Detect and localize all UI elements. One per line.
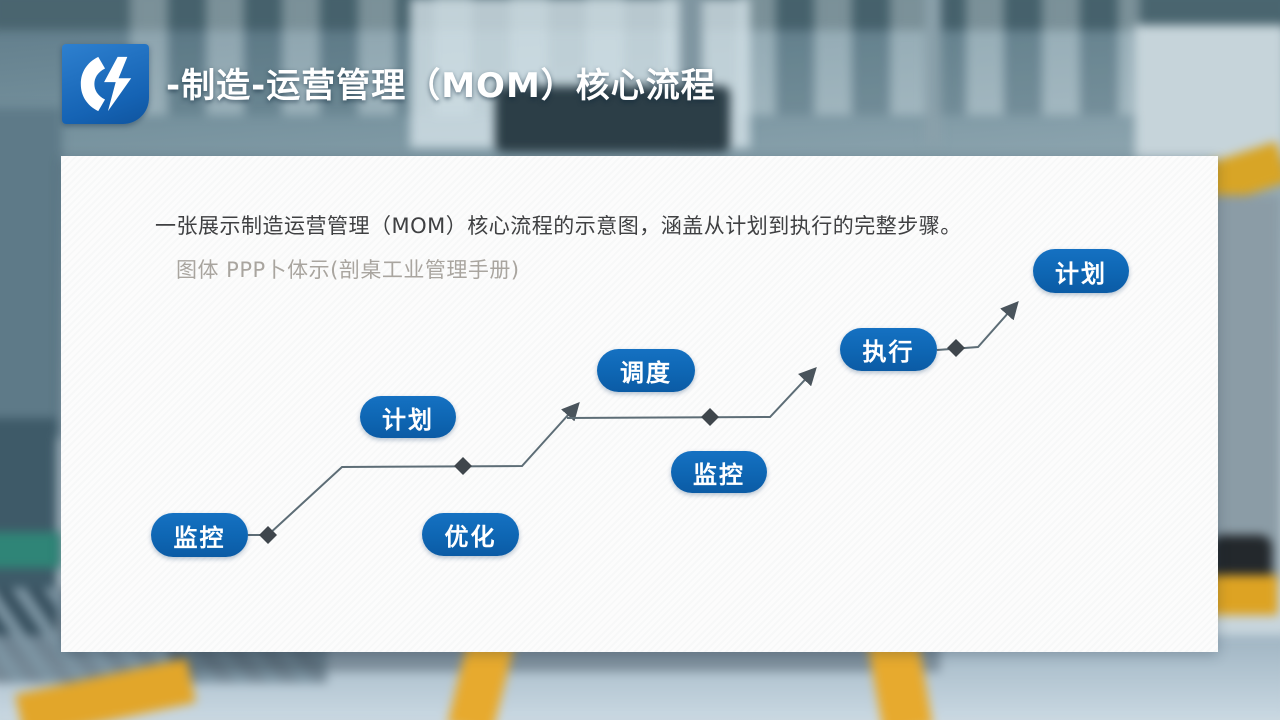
flow-node-label: 计划 — [1055, 259, 1107, 288]
flow-node-plan-2: 计划 — [1033, 249, 1129, 293]
flow-node-monitor-1: 监控 — [151, 513, 248, 557]
description-line-2: 图体 PPP卜体示(剖桌工业管理手册) — [176, 258, 520, 282]
flow-node-label: 优化 — [444, 523, 497, 551]
bg-machine-silhouette — [495, 86, 730, 152]
flow-node-label: 调度 — [620, 359, 672, 387]
company-logo — [62, 44, 149, 124]
slide-title: -制造-运营管理（MOM）核心流程 — [166, 66, 716, 106]
flow-node-plan-1: 计划 — [360, 396, 456, 438]
flow-node-schedule: 调度 — [597, 349, 695, 392]
flow-node-optimize: 优化 — [422, 513, 519, 556]
bg-pole — [925, 0, 941, 145]
bg-left-machinery — [0, 108, 62, 438]
slide-header: -制造-运营管理（MOM）核心流程 — [0, 0, 1280, 130]
flow-node-label: 监控 — [173, 523, 226, 552]
bg-right-machinery — [1135, 25, 1280, 160]
bg-right-machinery — [1206, 195, 1280, 580]
flow-node-execute: 执行 — [840, 328, 937, 371]
flow-node-label: 监控 — [693, 460, 745, 489]
bg-green-strip — [0, 532, 62, 568]
flow-node-label: 执行 — [862, 338, 915, 366]
description-line-1: 一张展示制造运营管理（MOM）核心流程的示意图，涵盖从计划到执行的完整步骤。 — [155, 214, 962, 238]
flow-node-monitor-2: 监控 — [671, 451, 767, 493]
flow-node-label: 计划 — [382, 405, 434, 434]
bolt-arrow-logo-icon — [80, 56, 131, 112]
